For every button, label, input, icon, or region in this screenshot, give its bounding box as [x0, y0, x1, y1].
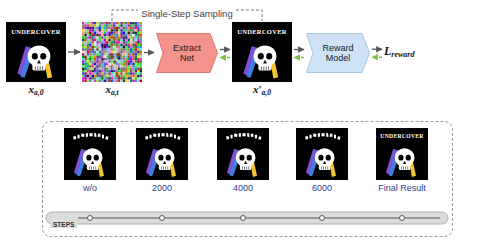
dashed-panel: [43, 122, 453, 237]
image-illustration: [82, 22, 142, 82]
step-label: w/o: [83, 183, 97, 193]
gradient-arrow: [220, 57, 230, 58]
illustration-use: [227, 148, 257, 177]
image-illustration: [217, 128, 269, 180]
step-dot: [88, 216, 93, 221]
step-label: Final Result: [378, 183, 426, 193]
image-illustration: [296, 128, 348, 180]
steps-line: [78, 218, 440, 219]
flow-arrow: [220, 49, 230, 50]
image-panel: UNDERCOVER: [232, 22, 292, 82]
step-dot: [160, 216, 165, 221]
illustration-rect: [232, 22, 292, 82]
illustration-use: [305, 133, 340, 140]
box-text-holder: Reward Model: [316, 43, 360, 64]
illustration-use: [82, 22, 142, 82]
image-panel: [296, 128, 348, 180]
image-node: w/o: [64, 128, 116, 193]
step-dot: [241, 216, 246, 221]
math-base: x′: [253, 83, 262, 95]
image-panel: [136, 128, 188, 180]
illustration-use: [74, 148, 104, 177]
image-text: UNDERCOVER: [376, 128, 428, 139]
step-label: 6000: [312, 183, 332, 193]
process-box: Reward Model: [306, 33, 370, 73]
image-panel: UNDERCOVER: [6, 22, 66, 82]
illustration-use: [73, 133, 108, 140]
flow-arrow: [294, 49, 304, 50]
gradient-arrow: [294, 57, 304, 58]
step-label: 4000: [233, 183, 253, 193]
image-node: 4000: [217, 128, 269, 193]
box-label: Reward Model: [316, 43, 360, 64]
illustration-use: [226, 133, 261, 140]
image-illustration: [64, 128, 116, 180]
math-label: xa,0: [29, 83, 44, 97]
step-dot: [400, 216, 405, 221]
math-subscript: a,t: [111, 88, 119, 97]
flow-arrow: [68, 51, 80, 52]
step-label: 2000: [152, 183, 172, 193]
illustration-rect: [376, 128, 428, 180]
math-label: xa,t: [105, 83, 118, 97]
image-node: 6000: [296, 128, 348, 193]
math-subscript: reward: [391, 50, 414, 59]
math-subscript: a,0: [34, 88, 43, 97]
section-title: Single-Step Sampling: [138, 8, 235, 19]
steps-bar: [46, 212, 448, 224]
image-node: UNDERCOVER xa,0: [6, 22, 66, 97]
illustration-use: [93, 45, 128, 78]
math-label: x′a,0: [253, 83, 271, 97]
box-text-holder: Extract Net: [166, 43, 208, 64]
illustration-use: [146, 148, 176, 177]
math-subscript: a,0: [262, 88, 271, 97]
loss-node: Lreward: [384, 44, 414, 59]
image-node: 2000: [136, 128, 188, 193]
illustration-use: [386, 148, 416, 177]
loss-label: Lreward: [384, 44, 414, 59]
illustration-use: [243, 45, 278, 78]
image-node: UNDERCOVER x′a,0: [232, 22, 292, 97]
image-text: UNDERCOVER: [232, 22, 292, 35]
image-node: UNDERCOVER Final Result: [376, 128, 428, 193]
illustration-use: [17, 45, 52, 78]
axis-label: STEPS: [50, 221, 77, 228]
image-text: UNDERCOVER: [6, 22, 66, 35]
illustration-rect: [217, 128, 269, 180]
image-illustration: [136, 128, 188, 180]
illustration-use: [145, 133, 180, 140]
image-panel: [64, 128, 116, 180]
illustration-rect: [136, 128, 188, 180]
label-wrap: STEPS: [50, 213, 76, 231]
illustration-rect: [6, 22, 66, 82]
box-shape: [157, 34, 218, 73]
math-base: x: [29, 83, 35, 95]
box-label: Extract Net: [166, 43, 208, 64]
image-node: xa,t: [82, 22, 142, 97]
illustration-use: [306, 148, 336, 177]
box-shape: [307, 34, 370, 73]
gradient-arrow: [372, 57, 382, 58]
image-panel: UNDERCOVER: [376, 128, 428, 180]
image-panel: [82, 22, 142, 82]
math-base: x: [105, 83, 111, 95]
flow-arrow: [372, 49, 382, 50]
flow-arrow: [144, 52, 154, 53]
image-panel: [217, 128, 269, 180]
label-wrap: Single-Step Sampling: [112, 3, 262, 21]
illustration-rect: [296, 128, 348, 180]
process-box: Extract Net: [156, 33, 218, 73]
illustration-rect: [64, 128, 116, 180]
step-dot: [320, 216, 325, 221]
math-base: L: [384, 44, 391, 58]
